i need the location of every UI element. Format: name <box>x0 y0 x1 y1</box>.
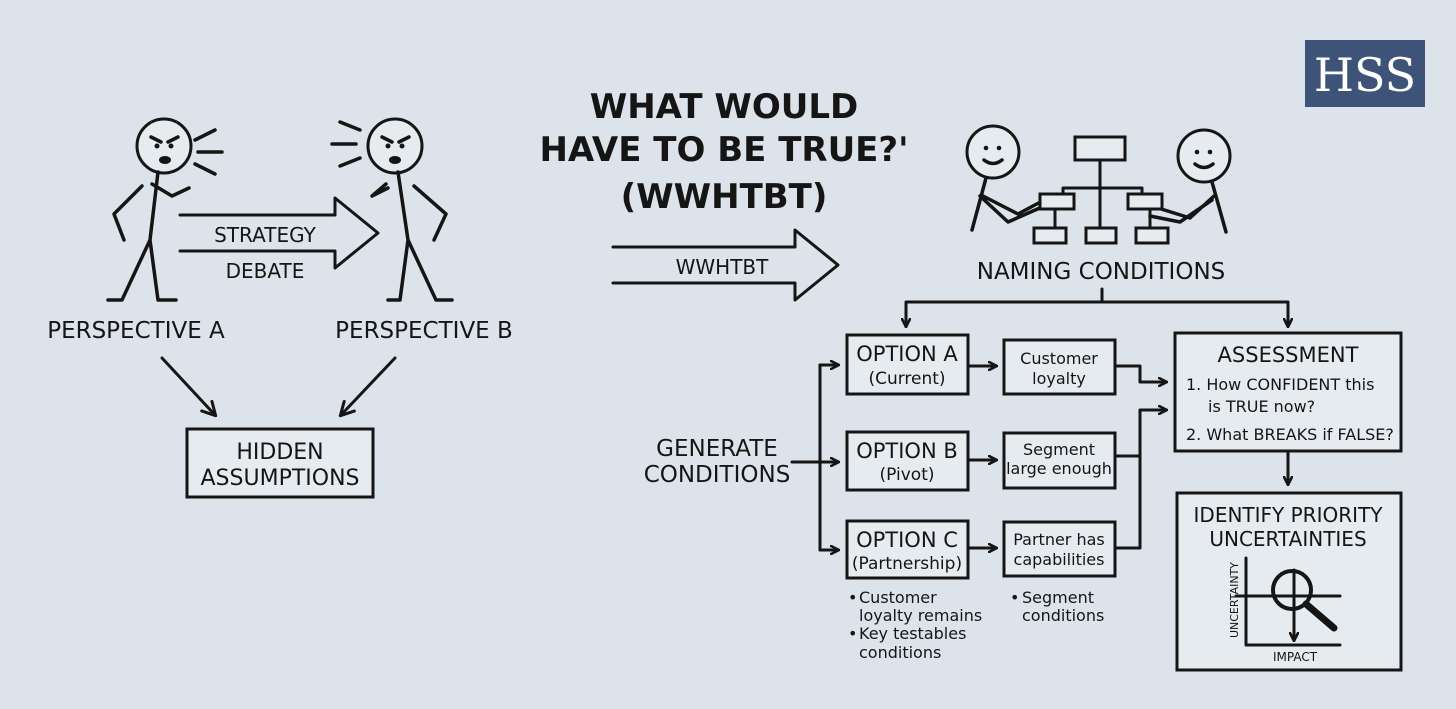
hidden-assumptions-box: HIDDEN ASSUMPTIONS <box>185 427 375 499</box>
condition-c-to-assessment <box>1115 454 1142 550</box>
title-line-1: WHAT WOULD <box>590 87 859 127</box>
assessment-q1-line-1: 1. How CONFIDENT this <box>1186 375 1374 394</box>
condition-b-box: Segment large enough <box>1002 431 1117 490</box>
conditions-label: CONDITIONS <box>644 462 791 488</box>
perspective-b-label: PERSPECTIVE B <box>335 318 513 344</box>
note-right-bullet-1: • <box>1010 588 1019 607</box>
matrix-axes <box>1234 556 1342 645</box>
note-left-1-line-2: loyalty remains <box>859 606 982 625</box>
arrow-b-to-hidden <box>338 356 397 418</box>
perspective-a-label: PERSPECTIVE A <box>47 318 225 344</box>
condition-a-line-2: loyalty <box>1032 369 1086 388</box>
wwhtbt-arrow-label: WWHTBT <box>676 255 770 279</box>
debate-label: DEBATE <box>226 259 305 283</box>
option-a-box: OPTION A (Current) <box>845 333 970 396</box>
naming-to-assessment-connector <box>1100 300 1288 326</box>
arrow-a-to-hidden <box>160 356 218 418</box>
assessment-q1-line-2: is TRUE now? <box>1208 397 1315 416</box>
assessment-q2: 2. What BREAKS if FALSE? <box>1186 425 1394 444</box>
condition-a-line-1: Customer <box>1020 349 1098 368</box>
note-left-2-line-1: Key testables <box>859 624 966 643</box>
note-right-1-line-2: conditions <box>1022 606 1104 625</box>
condition-b-line-2: large enough <box>1006 459 1112 478</box>
assessment-title: ASSESSMENT <box>1218 343 1359 367</box>
condition-b-line-1: Segment <box>1023 440 1095 459</box>
option-a-title: OPTION A <box>856 342 958 366</box>
logo-text: HSS <box>1314 48 1416 102</box>
condition-c-box: Partner has capabilities <box>1002 520 1117 578</box>
priority-title-line-2: UNCERTAINTIES <box>1209 527 1366 551</box>
option-c-subtitle: (Partnership) <box>852 554 962 574</box>
magnifying-glass-icon <box>1271 569 1338 632</box>
notes-right: • Segment conditions <box>1010 588 1104 625</box>
angry-figure-a-icon <box>106 117 224 302</box>
hidden-label: HIDDEN <box>236 440 323 465</box>
note-left-1-line-1: Customer <box>859 588 937 607</box>
assumptions-label: ASSUMPTIONS <box>201 466 360 491</box>
title-line-2: HAVE TO BE TRUE?' <box>539 130 908 170</box>
strategy-debate-arrow: STRATEGY DEBATE <box>178 196 380 283</box>
naming-to-options-connector <box>906 287 1104 326</box>
note-left-bullet-1: • <box>848 588 857 607</box>
x-axis-label: IMPACT <box>1273 650 1318 664</box>
angry-figure-b-icon <box>330 117 454 302</box>
note-right-1-line-1: Segment <box>1022 588 1094 607</box>
option-b-subtitle: (Pivot) <box>880 465 935 485</box>
option-c-title: OPTION C <box>856 528 958 552</box>
note-left-2-line-2: conditions <box>859 643 941 662</box>
collaborators-icon <box>965 124 1232 245</box>
logo-background <box>1305 40 1425 107</box>
notes-left: • Customer loyalty remains • Key testabl… <box>848 588 982 662</box>
wwhtbt-arrow: WWHTBT <box>611 228 840 302</box>
generate-label: GENERATE <box>656 436 778 462</box>
option-a-subtitle: (Current) <box>868 369 945 389</box>
strategy-label: STRATEGY <box>214 223 316 247</box>
note-left-bullet-2: • <box>848 624 857 643</box>
option-b-box: OPTION B (Pivot) <box>845 430 970 492</box>
condition-a-to-assessment <box>1115 364 1166 382</box>
condition-c-line-2: capabilities <box>1014 550 1105 569</box>
condition-b-to-assessment <box>1115 410 1166 458</box>
condition-a-box: Customer loyalty <box>1002 338 1117 396</box>
title-line-3: (WWHTBT) <box>621 177 828 217</box>
condition-c-line-1: Partner has <box>1013 530 1105 549</box>
naming-conditions-label: NAMING CONDITIONS <box>977 259 1226 285</box>
priority-uncertainties-box: IDENTIFY PRIORITY UNCERTAINTIES UNCERTAI… <box>1175 491 1403 672</box>
hss-logo: HSS <box>1305 40 1425 107</box>
main-title: WHAT WOULD HAVE TO BE TRUE?' (WWHTBT) <box>539 87 908 217</box>
assessment-box: ASSESSMENT 1. How CONFIDENT this is TRUE… <box>1173 331 1403 453</box>
option-b-title: OPTION B <box>856 439 958 463</box>
priority-title-line-1: IDENTIFY PRIORITY <box>1194 503 1384 527</box>
option-c-box: OPTION C (Partnership) <box>845 519 970 580</box>
y-axis-label: UNCERTAINTY <box>1228 562 1241 638</box>
